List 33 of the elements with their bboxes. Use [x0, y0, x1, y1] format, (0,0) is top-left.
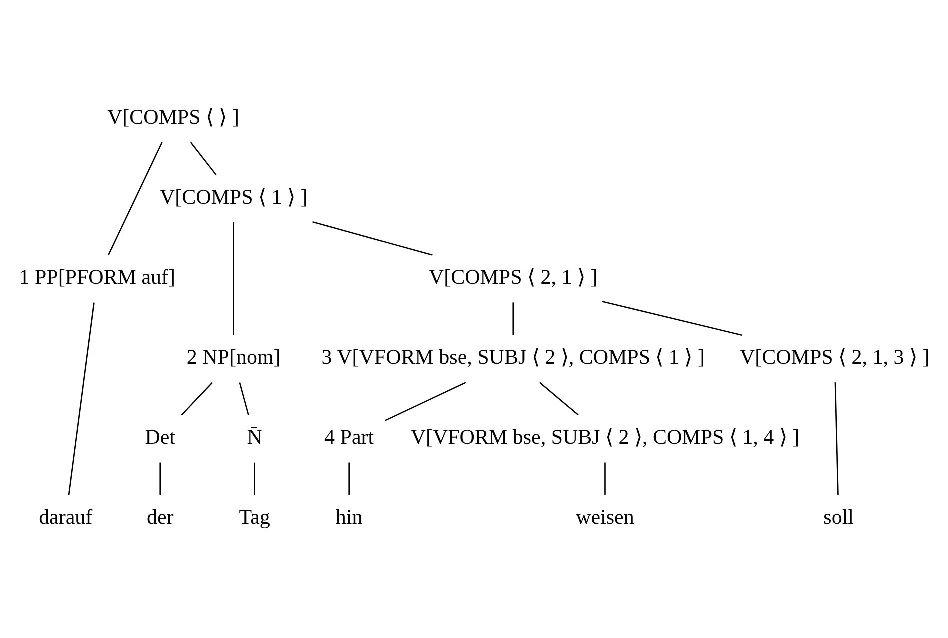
connector — [233, 222, 234, 336]
node-text: 2 NP[nom] — [186, 345, 281, 370]
connector — [834, 382, 839, 496]
node-text: der — [146, 505, 174, 530]
node-text: 4 Part — [324, 425, 374, 450]
connector — [312, 221, 433, 256]
node-text: 1 PP[PFORM auf] — [19, 264, 176, 289]
connector — [602, 301, 742, 336]
node-text: 3 V[VFORM bse, SUBJ ⟨ 2 ⟩, COMPS ⟨ 1 ⟩ ] — [322, 345, 705, 370]
connector — [540, 382, 579, 416]
connector — [190, 142, 217, 176]
connector — [160, 462, 161, 496]
connector — [254, 462, 256, 496]
node-text: Det — [145, 425, 176, 450]
connector — [181, 382, 214, 416]
node-text: V[COMPS ⟨ 1 ⟩ ] — [160, 184, 308, 209]
node-text: V[COMPS ⟨ 2, 1, 3 ⟩ ] — [740, 345, 930, 370]
node-text: V[COMPS ⟨ ⟩ ] — [107, 104, 240, 129]
node-text: Tag — [239, 505, 270, 530]
connector — [108, 142, 163, 256]
connector — [384, 382, 466, 422]
connector — [512, 302, 514, 336]
connector — [604, 462, 606, 496]
node-text: soll — [824, 505, 854, 530]
node-text: weisen — [576, 505, 634, 530]
connector — [239, 382, 250, 416]
connector — [348, 462, 350, 496]
node-text: V[COMPS ⟨ 2, 1 ⟩ ] — [428, 264, 598, 289]
node-text: hin — [336, 505, 363, 530]
node-text: darauf — [39, 505, 93, 530]
node-text: N̄ — [247, 425, 262, 450]
connector — [68, 302, 95, 496]
node-text: V[VFORM bse, SUBJ ⟨ 2 ⟩, COMPS ⟨ 1, 4 ⟩ ] — [410, 425, 800, 450]
